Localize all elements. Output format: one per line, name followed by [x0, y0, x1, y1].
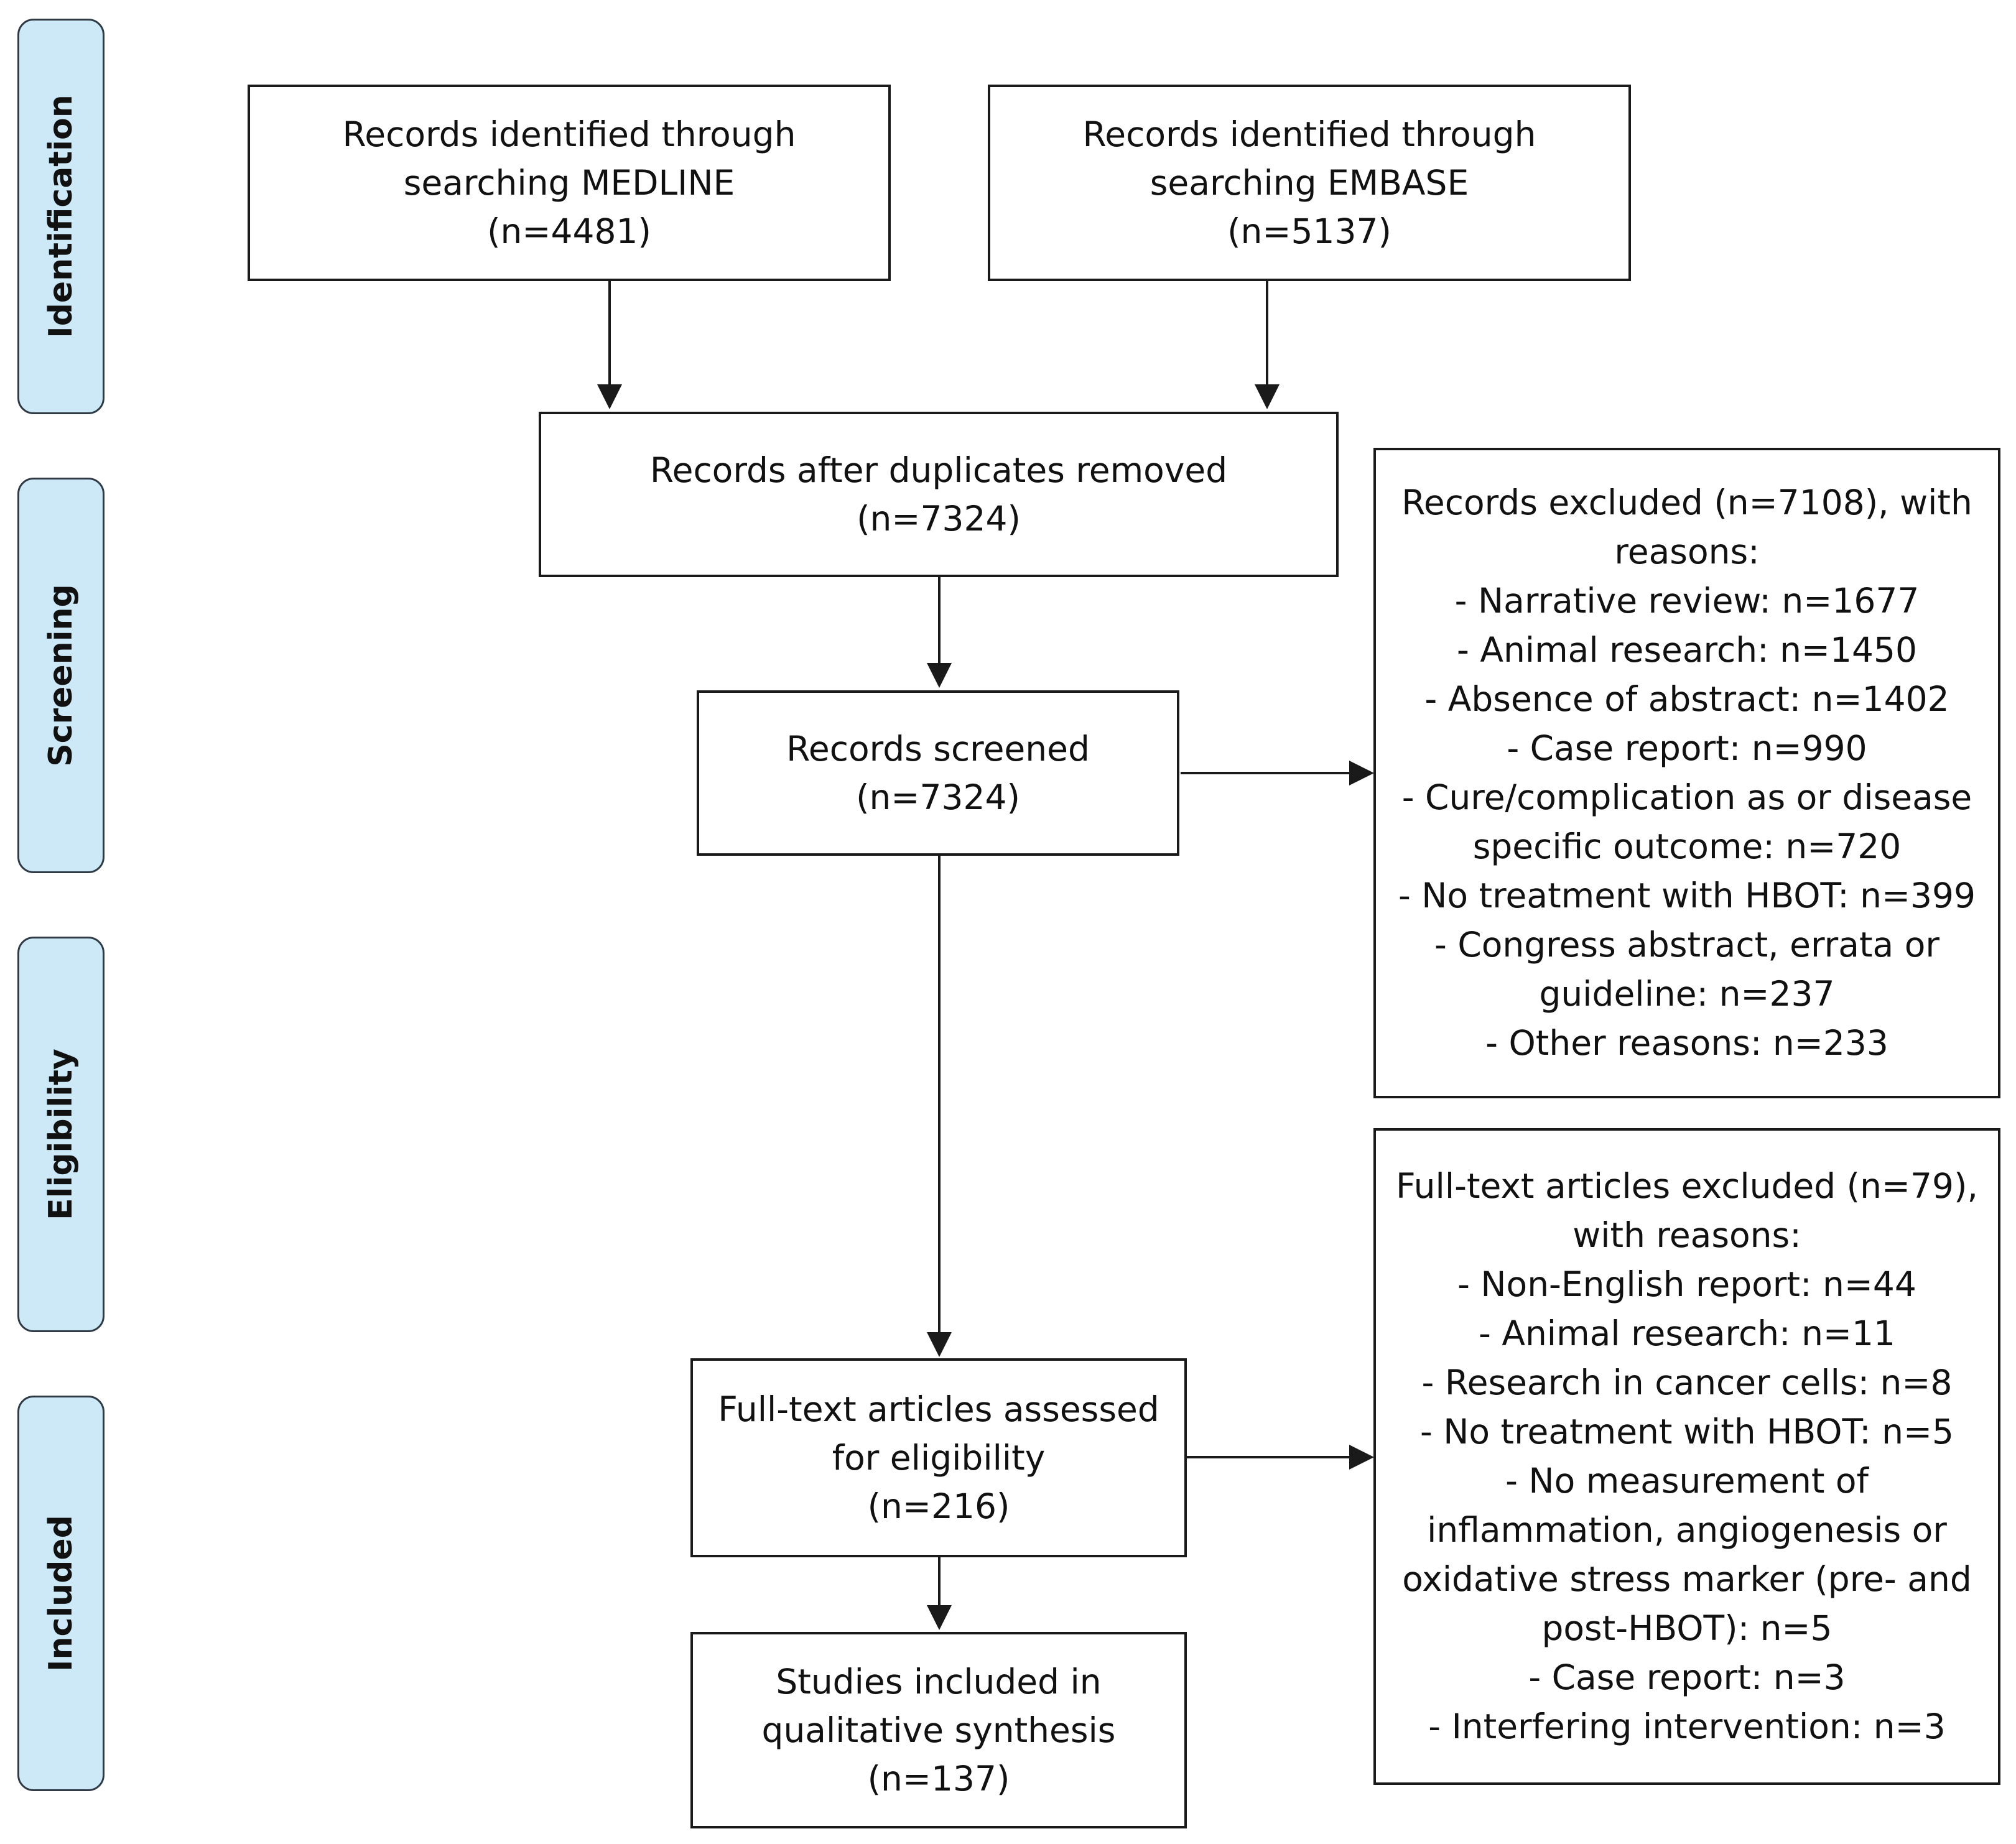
ft-excluded-line-7: - No measurement of — [1505, 1461, 1869, 1501]
box-embase-line-1: Records identified through — [1082, 114, 1536, 154]
excluded-line-1: Records excluded (n=7108), with — [1401, 483, 1972, 522]
excluded-line-3: - Narrative review: n=1677 — [1454, 581, 1920, 621]
ft-excluded-line-9: oxidative stress marker (pre- and — [1402, 1559, 1972, 1599]
ft-excluded-line-12: - Interfering intervention: n=3 — [1428, 1707, 1946, 1746]
excluded-line-6: - Case report: n=990 — [1507, 728, 1867, 768]
box-fulltext-line-3: (n=216) — [867, 1486, 1010, 1526]
excluded-line-4: - Animal research: n=1450 — [1456, 630, 1917, 670]
ft-excluded-line-8: inflammation, angiogenesis or — [1427, 1510, 1947, 1550]
box-screened-line-2: (n=7324) — [856, 777, 1020, 817]
ft-excluded-line-1: Full-text articles excluded (n=79), — [1396, 1166, 1978, 1206]
box-fulltext-line-2: for eligibility — [832, 1438, 1046, 1478]
box-medline-line-3: (n=4481) — [487, 211, 651, 251]
box-embase-line-2: searching EMBASE — [1150, 163, 1469, 203]
excluded-line-11: guideline: n=237 — [1539, 974, 1835, 1014]
box-medline: Records identified through searching MED… — [248, 85, 891, 281]
ft-excluded-line-6: - No treatment with HBOT: n=5 — [1419, 1412, 1954, 1452]
box-records-excluded: Records excluded (n=7108), with reasons:… — [1373, 448, 2000, 1098]
ft-excluded-line-11: - Case report: n=3 — [1528, 1657, 1846, 1697]
box-studies-included: Studies included in qualitative synthesi… — [690, 1632, 1187, 1828]
stage-included: Included — [17, 1396, 105, 1791]
ft-excluded-line-2: with reasons: — [1572, 1215, 1801, 1255]
stage-eligibility: Eligibility — [17, 937, 105, 1332]
ft-excluded-line-10: post-HBOT): n=5 — [1541, 1608, 1833, 1648]
stage-screening: Screening — [17, 478, 105, 873]
box-included-line-3: (n=137) — [867, 1759, 1010, 1799]
box-fulltext-line-1: Full-text articles assessed — [718, 1389, 1159, 1429]
box-medline-line-2: searching MEDLINE — [403, 163, 735, 203]
box-full-text-assessed: Full-text articles assessed for eligibil… — [690, 1358, 1187, 1557]
stage-identification: Identification — [17, 19, 105, 414]
excluded-line-9: - No treatment with HBOT: n=399 — [1398, 876, 1976, 915]
box-records-screened: Records screened (n=7324) — [697, 690, 1179, 856]
excluded-line-7: - Cure/complication as or disease — [1401, 777, 1972, 817]
ft-excluded-line-5: - Research in cancer cells: n=8 — [1421, 1363, 1953, 1402]
box-duplicates-line-2: (n=7324) — [857, 499, 1021, 539]
box-included-line-1: Studies included in — [776, 1662, 1102, 1702]
excluded-line-12: - Other reasons: n=233 — [1485, 1023, 1888, 1063]
box-embase-line-3: (n=5137) — [1227, 211, 1391, 251]
excluded-line-2: reasons: — [1614, 532, 1760, 572]
box-included-line-2: qualitative synthesis — [761, 1710, 1116, 1750]
box-duplicates-removed: Records after duplicates removed (n=7324… — [539, 412, 1339, 577]
box-screened-line-1: Records screened — [786, 729, 1090, 769]
excluded-line-5: - Absence of abstract: n=1402 — [1424, 679, 1949, 719]
box-full-text-excluded: Full-text articles excluded (n=79), with… — [1373, 1128, 2000, 1785]
excluded-line-8: specific outcome: n=720 — [1472, 827, 1902, 866]
box-duplicates-line-1: Records after duplicates removed — [649, 450, 1228, 490]
excluded-line-10: - Congress abstract, errata or — [1434, 925, 1939, 965]
ft-excluded-line-3: - Non-English report: n=44 — [1457, 1264, 1916, 1304]
box-embase: Records identified through searching EMB… — [988, 85, 1631, 281]
box-medline-line-1: Records identified through — [342, 114, 796, 154]
ft-excluded-line-4: - Animal research: n=11 — [1478, 1314, 1896, 1353]
